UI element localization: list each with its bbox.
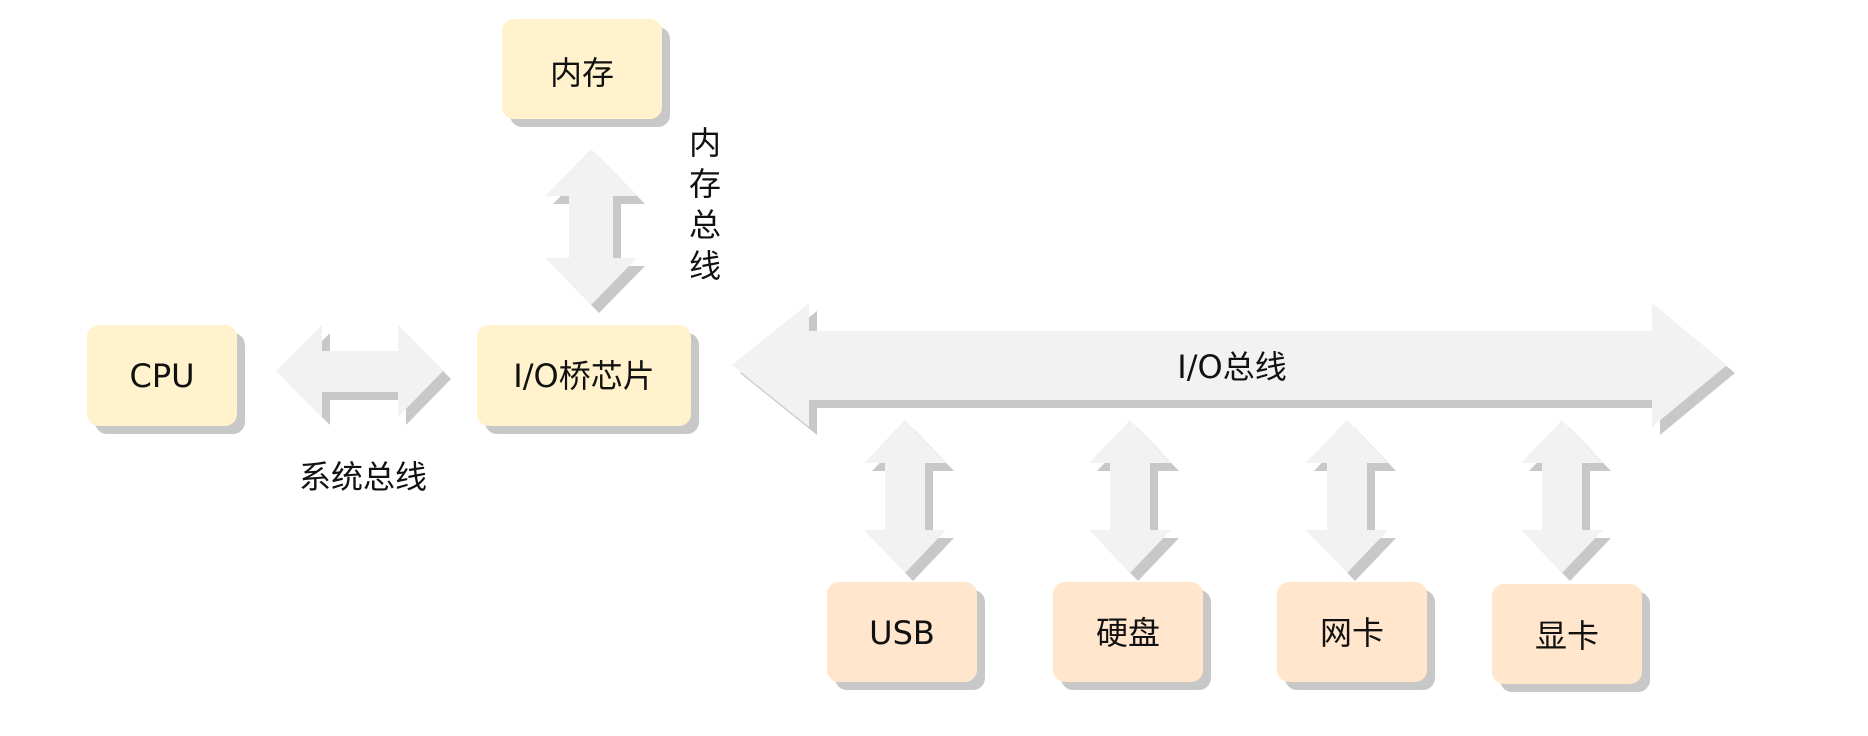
usb-label: USB xyxy=(869,614,935,652)
gpu-label: 显卡 xyxy=(1535,617,1599,655)
nic-node: 网卡 xyxy=(1277,582,1435,690)
memory-bus-char-3: 总 xyxy=(689,206,721,244)
io-bridge-label: I/O桥芯片 xyxy=(513,357,654,395)
usb-bus-arrow-icon xyxy=(864,420,954,581)
nic-label: 网卡 xyxy=(1320,614,1384,652)
memory-bus-char-4: 线 xyxy=(689,247,721,285)
disk-node: 硬盘 xyxy=(1053,582,1211,690)
disk-bus-arrow-icon xyxy=(1089,420,1179,581)
memory-node: 内存 xyxy=(502,19,670,127)
memory-bus-label: 内 存 总 线 xyxy=(689,124,721,285)
system-bus-arrow-icon xyxy=(276,325,451,425)
system-bus-label: 系统总线 xyxy=(299,458,427,496)
cpu-node: CPU xyxy=(87,325,245,434)
io-bridge-node: I/O桥芯片 xyxy=(477,325,699,434)
usb-node: USB xyxy=(827,582,985,690)
memory-bus-arrow-icon xyxy=(545,149,645,313)
io-bus-label: I/O总线 xyxy=(1177,348,1286,386)
memory-bus-char-1: 内 xyxy=(689,124,721,162)
gpu-node: 显卡 xyxy=(1492,584,1650,692)
cpu-label: CPU xyxy=(129,357,194,395)
io-bus-arrow-icon xyxy=(732,303,1735,435)
memory-bus-char-2: 存 xyxy=(689,165,721,203)
gpu-bus-arrow-icon xyxy=(1521,420,1611,581)
memory-label: 内存 xyxy=(550,54,614,92)
disk-label: 硬盘 xyxy=(1096,614,1160,652)
nic-bus-arrow-icon xyxy=(1306,420,1396,581)
